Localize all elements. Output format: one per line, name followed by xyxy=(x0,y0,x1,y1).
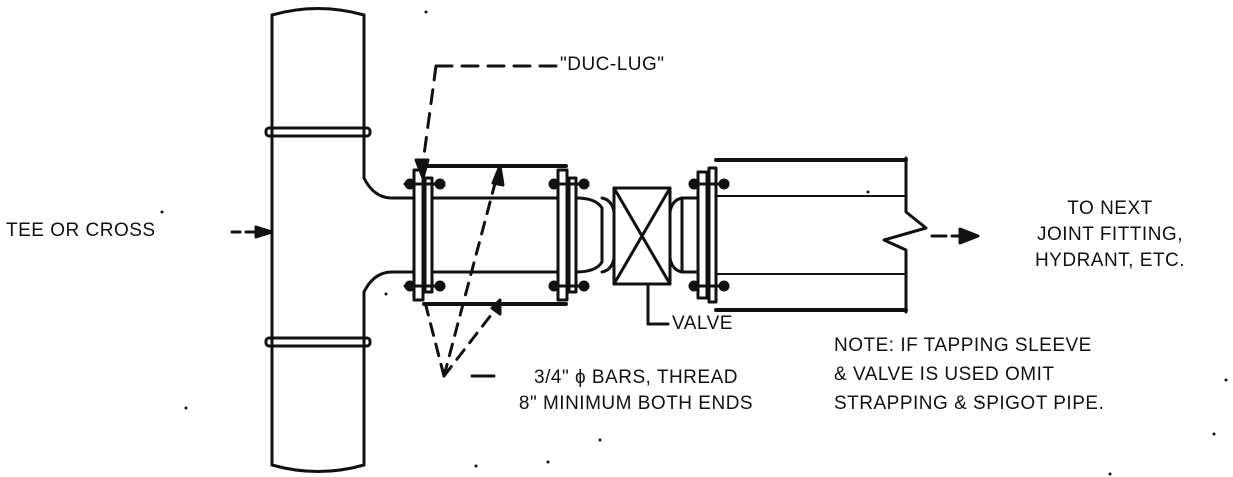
tee-label-arrow xyxy=(230,225,274,239)
next-fitting-line1: TO NEXT xyxy=(1067,198,1153,219)
tee-or-cross-label: TEE OR CROSS xyxy=(6,220,156,241)
valve-body xyxy=(574,186,700,286)
tee-main-pipe xyxy=(270,7,366,473)
duc-lug-label: "DUC-LUG" xyxy=(560,54,665,75)
outgoing-pipe xyxy=(714,156,928,314)
tee-joint-bands xyxy=(264,126,372,348)
bars-label-line1: 3/4" ϕ BARS, THREAD xyxy=(534,367,738,388)
duc-lug-flange-left xyxy=(403,168,446,302)
bars-leaders xyxy=(424,164,505,378)
next-fitting-line2: JOINT FITTING, xyxy=(1037,224,1183,245)
duc-lug-leader xyxy=(414,64,558,180)
note-line3: STRAPPING & SPIGOT PIPE. xyxy=(834,393,1105,414)
tee-branch xyxy=(362,176,414,294)
duc-lug-flange-valve xyxy=(688,166,730,304)
valve-label: VALVE xyxy=(672,313,733,334)
spool-pipe xyxy=(430,196,560,274)
scan-specks xyxy=(160,10,1228,476)
note-line2: & VALVE IS USED OMIT xyxy=(834,364,1055,385)
next-fitting-line3: HYDRANT, ETC. xyxy=(1034,250,1186,271)
next-fitting-arrow xyxy=(930,227,980,245)
note-line1: NOTE: IF TAPPING SLEEVE xyxy=(834,335,1092,356)
bars-label-line2: 8" MINIMUM BOTH ENDS xyxy=(518,393,754,414)
duc-lug-flange-right xyxy=(548,168,590,302)
valve-leader xyxy=(646,284,670,326)
